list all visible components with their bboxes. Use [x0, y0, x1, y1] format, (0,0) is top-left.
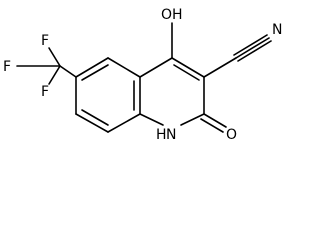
bond-n1-c8a — [139, 113, 164, 126]
bond-c4a-c4 — [139, 57, 173, 78]
bond-cf3-ring — [59, 65, 77, 78]
bond-c-f-top — [48, 47, 61, 67]
triple-bond-line-3 — [237, 40, 272, 62]
carbonyl-bond-2 — [200, 118, 224, 133]
chemical-structure: F F F OH N O — [3, 7, 282, 143]
aromatic-inner-bond-1 — [81, 64, 109, 81]
fluorine-bottom-label: F — [41, 84, 49, 100]
bond-c-f-bottom — [48, 65, 61, 85]
carbonyl-group: O — [200, 113, 237, 143]
bond-c4-c3-double — [173, 64, 200, 81]
pyridone-ring — [139, 57, 205, 126]
carbonyl-bond-1 — [203, 113, 227, 128]
bond-c9-c10 — [75, 113, 109, 133]
benzene-ring — [75, 57, 141, 133]
nitrile-nitrogen-label: N — [272, 22, 282, 38]
hydroxyl-label: OH — [161, 7, 183, 23]
hydroxyl-group: OH — [161, 7, 183, 59]
fluorine-left-label: F — [3, 59, 11, 75]
carbonyl-oxygen-label: O — [226, 127, 237, 143]
bond-c3-cn — [203, 57, 237, 78]
ring-nitrogen-label: N — [166, 127, 176, 143]
bond-c8-c9 — [107, 113, 141, 133]
aromatic-inner-bond-3 — [81, 109, 109, 126]
bond-c2-n1 — [180, 113, 205, 126]
fluorine-top-label: F — [41, 33, 49, 49]
ring-hydrogen-label: H — [156, 127, 167, 143]
ring-nh: H N — [156, 127, 176, 143]
triple-bond-line-2 — [233, 34, 268, 56]
bond-c4-c3-single — [171, 57, 205, 78]
bond-c6-c7 — [107, 57, 141, 78]
triple-bond-line-1 — [235, 37, 270, 59]
nitrile-group: N — [203, 22, 282, 78]
trifluoromethyl-group: F F F — [3, 33, 77, 100]
bond-c5-c6 — [75, 57, 109, 78]
